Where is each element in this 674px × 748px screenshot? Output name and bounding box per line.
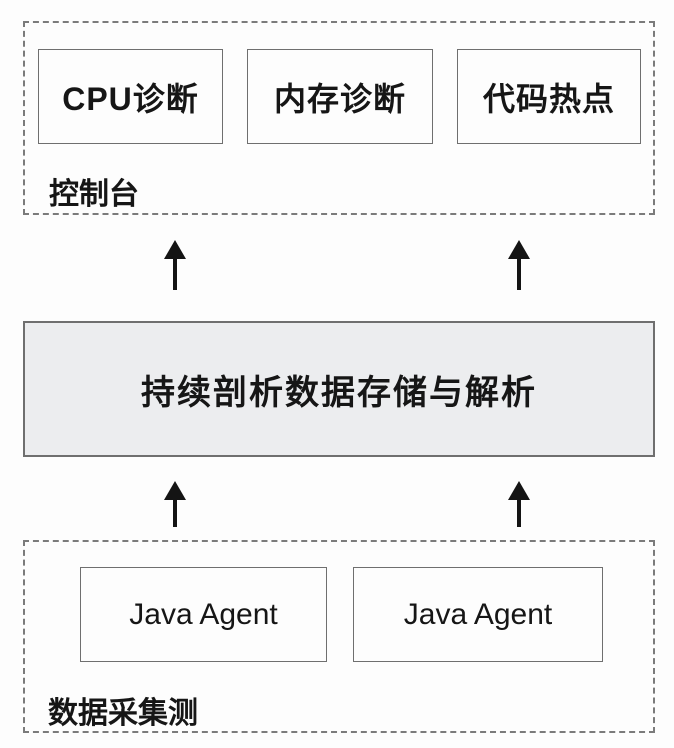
collection-layer: Java Agent Java Agent 数据采集测 <box>23 540 655 733</box>
java-agent-box-2: Java Agent <box>353 567 603 662</box>
arrow-up-icon <box>164 481 186 527</box>
cpu-diagnosis-label: CPU诊断 <box>62 80 199 117</box>
arrow-shaft <box>517 259 521 290</box>
arrow-up-icon <box>508 481 530 527</box>
arrow-shaft <box>173 500 177 527</box>
cpu-diagnosis-box: CPU诊断 <box>38 49 223 144</box>
memory-diagnosis-box: 内存诊断 <box>247 49 433 144</box>
java-agent-label-2: Java Agent <box>403 597 553 631</box>
arrow-shaft <box>517 500 521 527</box>
code-hotspot-label: 代码热点 <box>482 80 615 117</box>
arrow-head <box>508 481 530 500</box>
collection-layer-label: 数据采集测 <box>48 697 198 730</box>
console-layer: CPU诊断 内存诊断 代码热点 控制台 <box>23 21 655 215</box>
console-layer-label: 控制台 <box>49 178 139 211</box>
storage-parse-label: 持续剖析数据存储与解析 <box>141 373 537 412</box>
arrow-head <box>164 240 186 259</box>
memory-diagnosis-label: 内存诊断 <box>273 80 406 117</box>
arrow-shaft <box>173 259 177 290</box>
storage-parse-box: 持续剖析数据存储与解析 <box>23 321 655 457</box>
java-agent-box-1: Java Agent <box>80 567 327 662</box>
java-agent-label-1: Java Agent <box>129 597 278 631</box>
arrow-head <box>164 481 186 500</box>
arrow-head <box>508 240 530 259</box>
arrow-up-icon <box>508 240 530 290</box>
code-hotspot-box: 代码热点 <box>457 49 641 144</box>
arrow-up-icon <box>164 240 186 290</box>
